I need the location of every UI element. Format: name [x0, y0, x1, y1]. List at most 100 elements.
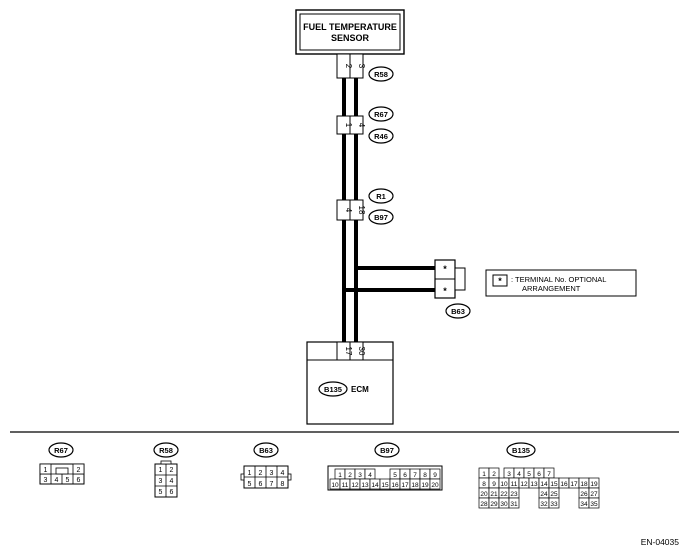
face-b135-pin: 27 — [590, 491, 598, 498]
face-r58-pin: 4 — [170, 478, 174, 485]
face-b135-pin: 33 — [550, 501, 558, 508]
ecm-pin-b: 30 — [357, 347, 366, 356]
face-b135-pin: 17 — [570, 481, 578, 488]
face-b135-pin: 14 — [540, 481, 548, 488]
face-b63-pin: 4 — [281, 470, 285, 477]
face-b63-title: B63 — [259, 446, 273, 455]
figure-code: EN-04035 — [641, 537, 680, 547]
face-b135-pin: 19 — [590, 481, 598, 488]
face-b135-pin: 18 — [580, 481, 588, 488]
ecm-pin-a: 17 — [344, 347, 353, 356]
face-b97-pin: 19 — [421, 482, 429, 489]
r67-r46-pin-a: 1 — [344, 123, 353, 128]
face-r67-pin: 6 — [77, 477, 81, 484]
face-b135-pin: 23 — [510, 491, 518, 498]
face-b97-pin: 2 — [348, 472, 352, 479]
face-b97-pin: 8 — [423, 472, 427, 479]
face-b97-pin: 5 — [393, 472, 397, 479]
legend: * : TERMINAL No. OPTIONAL ARRANGEMENT — [485, 269, 637, 297]
face-b97-pin: 12 — [351, 482, 359, 489]
label-b63: B63 — [451, 307, 465, 316]
face-b63: B63 1 2 3 4 5 6 7 8 — [240, 442, 292, 489]
face-b97-pin: 1 — [338, 472, 342, 479]
face-b97-pin: 15 — [381, 482, 389, 489]
ecm-label: ECM — [351, 385, 369, 394]
ecm-unit: 17 30 B135 ECM — [306, 341, 394, 425]
label-b97: B97 — [374, 213, 388, 222]
face-b63-pin: 8 — [281, 481, 285, 488]
face-b135-pin: 1 — [482, 471, 486, 478]
connector-r67-r46: 1 4 — [336, 115, 366, 135]
face-b97-pin: 14 — [371, 482, 379, 489]
face-r67-pin: 3 — [44, 477, 48, 484]
face-b135-pin: 7 — [547, 471, 551, 478]
face-b135-pin: 26 — [580, 491, 588, 498]
face-b97-pin: 20 — [431, 482, 439, 489]
fuel-temperature-sensor: FUEL TEMPERATURE SENSOR — [295, 9, 405, 55]
legend-line1: : TERMINAL No. OPTIONAL — [511, 275, 606, 284]
r67-r46-pin-b: 4 — [357, 123, 366, 128]
face-r67-title: R67 — [54, 446, 68, 455]
face-b63-pin: 3 — [270, 470, 274, 477]
face-b135-pin: 13 — [530, 481, 538, 488]
face-b97-pin: 18 — [411, 482, 419, 489]
face-b135-pin: 10 — [500, 481, 508, 488]
face-r67: R67 1 2 3 4 5 6 — [39, 442, 85, 485]
face-b97-pin: 13 — [361, 482, 369, 489]
label-b135: B135 — [324, 385, 342, 394]
face-b97-pin: 11 — [342, 482, 349, 489]
face-b135-pin: 21 — [490, 491, 498, 498]
face-b97-pin: 10 — [331, 482, 339, 489]
b63-pin-a: * — [443, 264, 447, 274]
face-b97-pin: 17 — [401, 482, 409, 489]
face-b97-pin: 9 — [433, 472, 437, 479]
r1-b97-pin-b: 18 — [357, 206, 366, 215]
face-b63-pin: 6 — [259, 481, 263, 488]
face-r58-pin: 2 — [170, 467, 174, 474]
r58-pin-b: 3 — [357, 64, 366, 69]
face-b135-pin: 5 — [527, 471, 531, 478]
face-b135-pin: 12 — [520, 481, 528, 488]
face-b135-pin: 6 — [537, 471, 541, 478]
face-b135-pin: 4 — [517, 471, 521, 478]
face-b135-pin: 30 — [500, 501, 508, 508]
legend-symbol: * — [498, 276, 502, 286]
label-r67: R67 — [374, 110, 388, 119]
b63-pin-b: * — [443, 286, 447, 296]
face-b135-pin: 35 — [590, 501, 598, 508]
connector-b63: * * — [434, 259, 466, 299]
face-r58-pin: 3 — [159, 478, 163, 485]
face-b97-pin: 3 — [358, 472, 362, 479]
face-b135-pin: 28 — [480, 501, 488, 508]
face-r58: R58 1 2 3 4 5 6 — [153, 442, 179, 498]
branch-wire — [344, 268, 435, 342]
face-b97-pin: 7 — [413, 472, 417, 479]
label-r1: R1 — [376, 192, 386, 201]
face-r58-pin: 1 — [159, 467, 163, 474]
face-b63-pin: 1 — [248, 470, 252, 477]
face-b135-title: B135 — [512, 446, 530, 455]
connector-r58: 2 3 — [336, 53, 366, 79]
label-r58: R58 — [374, 70, 388, 79]
face-b97-title: B97 — [380, 446, 394, 455]
r58-pin-a: 2 — [344, 64, 353, 69]
face-b135-pin: 16 — [560, 481, 568, 488]
face-r58-pin: 6 — [170, 489, 174, 496]
face-b135-pin: 24 — [540, 491, 548, 498]
face-b135-pin: 8 — [482, 481, 486, 488]
face-r67-pin: 1 — [44, 467, 48, 474]
face-r67-pin: 4 — [55, 477, 59, 484]
face-b135-pin: 22 — [500, 491, 508, 498]
connector-r1-b97: 4 18 — [336, 199, 366, 221]
face-b135-pin: 29 — [490, 501, 498, 508]
face-b135-pin: 31 — [510, 501, 518, 508]
face-b97-pin: 4 — [368, 472, 372, 479]
face-r67-pin: 2 — [77, 467, 81, 474]
sensor-label-line1: FUEL TEMPERATURE — [303, 22, 397, 32]
face-b135-pin: 15 — [550, 481, 558, 488]
face-b135-pin: 32 — [540, 501, 548, 508]
legend-line2: ARRANGEMENT — [522, 284, 581, 293]
